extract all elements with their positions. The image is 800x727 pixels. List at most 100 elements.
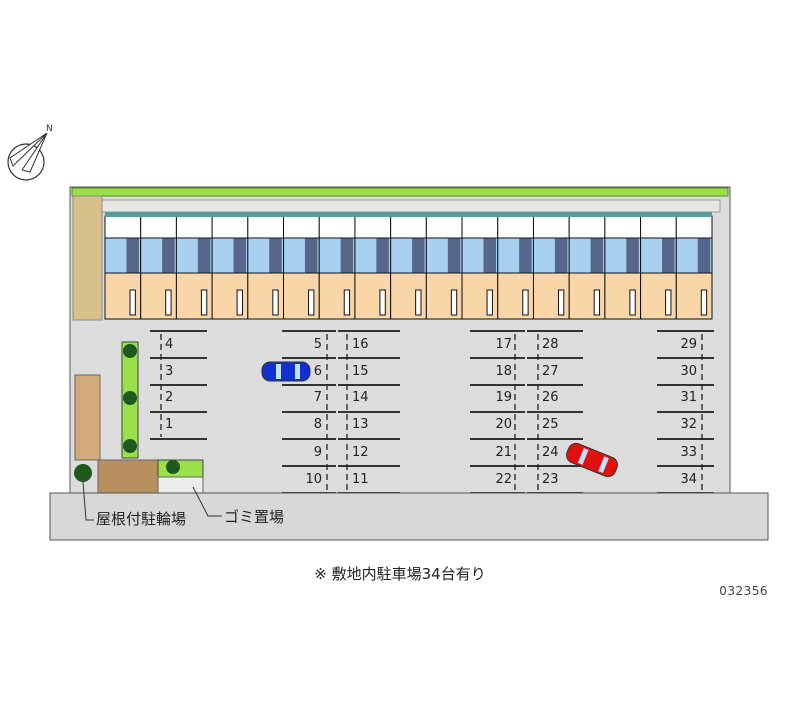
apartment-unit: [104, 215, 142, 320]
balcony: [175, 215, 213, 239]
parking-space-number: 17: [495, 337, 512, 352]
fixtures: [412, 238, 425, 273]
brick-paving: [72, 195, 103, 321]
garbage-area: [157, 476, 204, 494]
parking-space-number: 22: [495, 472, 512, 487]
furniture: [236, 289, 243, 316]
parking-space-number: 23: [542, 472, 559, 487]
parking-space-number: 5: [314, 337, 322, 352]
balcony: [211, 215, 249, 239]
fixtures: [197, 238, 211, 273]
parking-space-number: 9: [314, 445, 322, 460]
parking-space-number: 3: [165, 364, 173, 379]
apartment-unit: [675, 215, 713, 320]
roof-edge: [105, 212, 712, 217]
bicycle-shelter: [74, 374, 101, 461]
furniture: [308, 289, 315, 316]
leader-line: [192, 486, 222, 517]
furniture: [593, 289, 601, 316]
parking-space-number: 32: [680, 417, 697, 432]
parking-space-number: 16: [352, 337, 369, 352]
parking-space-number: 31: [680, 390, 697, 405]
balcony: [640, 215, 677, 239]
balcony: [283, 215, 320, 239]
furniture: [272, 289, 279, 316]
parking-space-number: 29: [680, 337, 697, 352]
apartment-unit: [283, 215, 320, 320]
balcony: [425, 215, 463, 239]
furniture: [343, 289, 351, 316]
parking-space-number: 7: [314, 390, 322, 405]
compass-icon: N: [7, 124, 53, 181]
apartment-unit: [604, 215, 642, 320]
parking-space-number: 24: [542, 445, 559, 460]
fixtures: [233, 238, 247, 273]
apartment-unit: [532, 215, 570, 320]
parking-space-number: 2: [165, 390, 173, 405]
apartment-unit: [140, 215, 177, 320]
parking-space-number: 18: [495, 364, 512, 379]
parking-space-number: 1: [165, 417, 173, 432]
balcony: [497, 215, 534, 239]
parking-space-number: 30: [680, 364, 697, 379]
parking-space-number: 12: [352, 445, 369, 460]
apartment-unit: [175, 215, 213, 320]
balcony: [461, 215, 499, 239]
apartment-unit: [390, 215, 427, 320]
furniture: [522, 289, 529, 316]
furniture: [700, 289, 708, 316]
fixtures: [483, 238, 496, 273]
furniture: [129, 289, 136, 316]
fixtures: [376, 238, 389, 273]
balcony: [568, 215, 606, 239]
parking-space-number: 6: [314, 364, 322, 379]
parking-space-number: 4: [165, 337, 173, 352]
fixtures: [626, 238, 639, 273]
parking-space-number: 33: [680, 445, 697, 460]
furniture: [165, 289, 172, 316]
garbage-area-label: ゴミ置場: [224, 508, 285, 526]
fixtures: [269, 238, 282, 273]
furniture: [200, 289, 208, 316]
fixtures: [162, 238, 175, 273]
blue-car-icon: [261, 361, 311, 382]
paved-area: [97, 459, 159, 494]
parking-space-number: 28: [542, 337, 559, 352]
balcony: [104, 215, 142, 239]
apartment-unit: [247, 215, 285, 320]
parking-space-number: 25: [542, 417, 559, 432]
apartment-building: [104, 212, 713, 320]
apartment-unit: [318, 215, 356, 320]
apartment-unit: [425, 215, 463, 320]
balcony: [247, 215, 285, 239]
fixtures: [590, 238, 604, 273]
fixtures: [519, 238, 532, 273]
fixtures: [340, 238, 354, 273]
fixtures: [554, 238, 568, 273]
parking-space-number: 13: [352, 417, 369, 432]
balcony: [675, 215, 713, 239]
planter-2: [157, 459, 204, 478]
furniture: [450, 289, 458, 316]
furniture: [486, 289, 493, 316]
apartment-unit: [568, 215, 606, 320]
balcony: [390, 215, 427, 239]
fixtures: [697, 238, 711, 273]
fixtures: [126, 238, 139, 273]
parking-caption: ※ 敷地内駐車場34台有り: [314, 565, 486, 583]
balcony: [604, 215, 642, 239]
balcony: [140, 215, 177, 239]
red-car-icon: [566, 442, 618, 478]
balcony: [354, 215, 392, 239]
parking-space-number: 34: [680, 472, 697, 487]
tree-icons: [74, 344, 180, 482]
furniture: [665, 289, 672, 316]
leader-line: [82, 481, 94, 521]
walkway: [99, 199, 721, 213]
parking-space-number: 15: [352, 364, 369, 379]
apartment-unit: [497, 215, 534, 320]
parking-space-number: 20: [495, 417, 512, 432]
bicycle-parking-label: 屋根付駐輪場: [96, 510, 187, 528]
parking-space-number: 14: [352, 390, 369, 405]
